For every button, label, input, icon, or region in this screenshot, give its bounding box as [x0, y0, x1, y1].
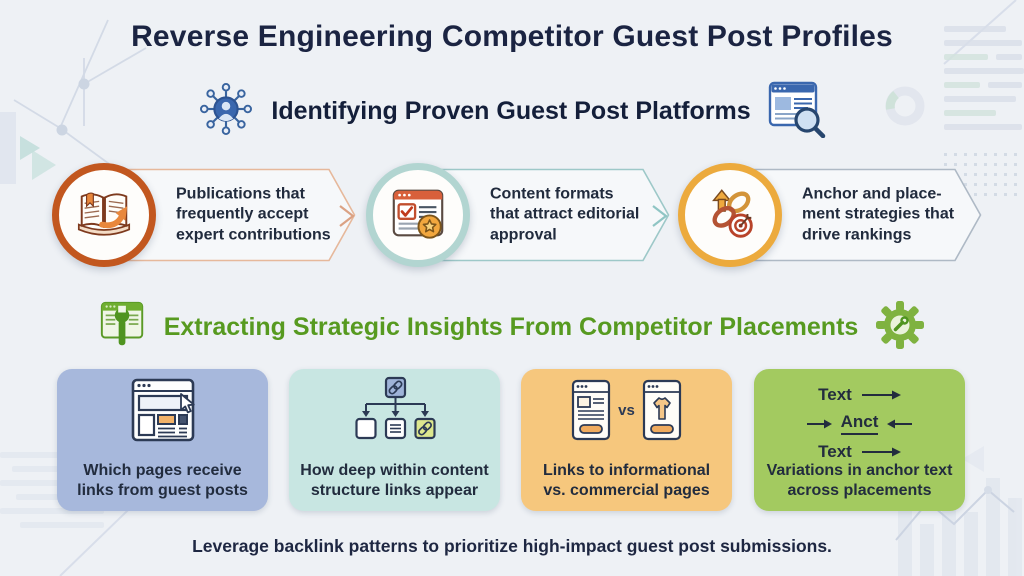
- link-hierarchy-icon: [289, 376, 500, 446]
- section-identify-header: Identifying Proven Guest Post Platforms: [0, 80, 1024, 143]
- page-title: Reverse Engineering Competitor Guest Pos…: [131, 20, 893, 53]
- insight-card-pages: Which pages receive links from guest pos…: [57, 369, 268, 511]
- flow-arrow-icon: [339, 205, 355, 227]
- commercial-page-icon: [642, 379, 681, 441]
- anchor-strategies-circle: [678, 163, 782, 267]
- insight-card-anchor-variations: Text Anct Text Variations in anchor text…: [754, 369, 965, 511]
- arrow-left-icon: [887, 419, 913, 428]
- identify-item-publications: Publications that frequently accept expe…: [52, 158, 356, 272]
- anchor-text-variations-icon: Text Anct Text: [754, 385, 965, 462]
- footer-takeaway: Leverage backlink patterns to prioritize…: [192, 536, 832, 556]
- content-formats-circle: [366, 163, 470, 267]
- section-extract-heading: Extracting Strategic Insights From Compe…: [163, 313, 859, 341]
- section-extract-header: Extracting Strategic Insights From Compe…: [0, 299, 1024, 356]
- page-search-icon: [767, 80, 827, 143]
- anchor-strategies-text: Anchor and place- ment strategies that d…: [802, 185, 955, 244]
- link-chain-target-icon: [699, 182, 761, 249]
- vs-label: vs: [618, 401, 635, 419]
- publications-circle: [52, 163, 156, 267]
- gear-wrench-icon: [874, 299, 926, 356]
- anchor-row-1: Text: [818, 385, 901, 405]
- identify-item-anchor-strategies: Anchor and place- ment strategies that d…: [678, 158, 982, 272]
- anchor-row-2: Anct: [806, 412, 914, 435]
- arrow-right-icon: [861, 447, 901, 457]
- publications-text: Publications that frequently accept expe…: [176, 185, 331, 244]
- flow-arrow-icon: [652, 205, 668, 227]
- insight-card-anchor-variations-text: Variations in anchor text across placeme…: [766, 461, 953, 499]
- insight-card-depth-text: How deep within content structure links …: [300, 461, 489, 499]
- approved-article-icon: [387, 182, 449, 249]
- arrow-right-icon: [861, 390, 901, 400]
- anchor-row-3: Text: [818, 442, 901, 462]
- people-network-icon: [197, 80, 255, 143]
- insight-card-depth: How deep within content structure links …: [289, 369, 500, 511]
- open-book-arrow-icon: [73, 182, 135, 249]
- insight-card-info-vs-commercial-text: Links to informational vs. commercial pa…: [542, 461, 711, 499]
- section-identify-heading: Identifying Proven Guest Post Platforms: [271, 97, 751, 125]
- content-formats-text: Content formats that attract editorial a…: [490, 185, 640, 244]
- arrow-right-icon: [806, 419, 832, 428]
- insight-card-pages-text: Which pages receive links from guest pos…: [77, 461, 248, 499]
- identify-item-content-formats: Content formats that attract editorial a…: [366, 158, 670, 272]
- webpage-cursor-icon: [57, 376, 268, 450]
- insight-card-info-vs-commercial: vs Links to informational vs. commercial…: [521, 369, 732, 511]
- informational-page-icon: [572, 379, 611, 441]
- page-wrench-icon: [98, 300, 148, 355]
- informational-vs-commercial-icon: vs: [521, 379, 732, 441]
